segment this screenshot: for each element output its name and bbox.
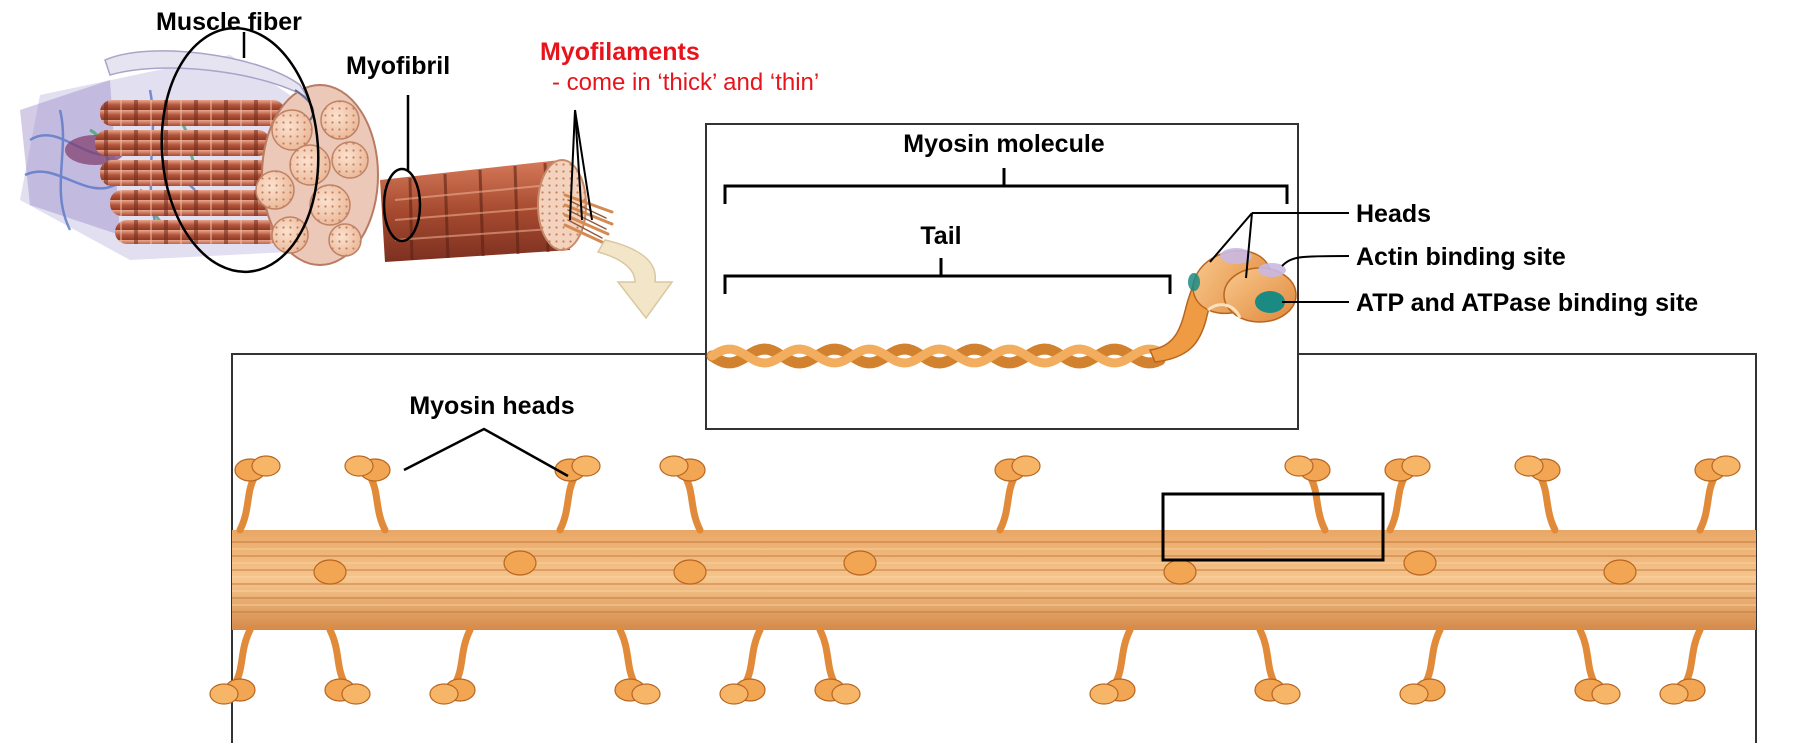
atp-binding-site-label: ATP and ATPase binding site — [1356, 289, 1698, 317]
myosin-head-shape — [844, 551, 876, 575]
myosin-head-shape — [1604, 560, 1636, 584]
zoom-arrow-1 — [598, 240, 672, 318]
myofilaments-note: - come in ‘thick’ and ‘thin’ — [552, 69, 819, 96]
tail-label: Tail — [920, 222, 961, 250]
actin-binding-site-label: Actin binding site — [1356, 243, 1566, 271]
myofibril-label: Myofibril — [346, 52, 450, 80]
myofilaments-label: Myofilaments — [540, 38, 700, 66]
myosin-molecule-inset — [706, 124, 1349, 429]
myosin-molecule-label: Myosin molecule — [903, 130, 1105, 158]
myosin-head-shape — [314, 560, 346, 584]
heads-label: Heads — [1356, 200, 1431, 228]
muscle-fiber-label: Muscle fiber — [156, 8, 302, 36]
myofibril-illustration — [380, 160, 612, 262]
myosin-head-shape — [504, 551, 536, 575]
muscle-fiber-illustration — [20, 51, 378, 265]
myosin-head-shape — [674, 560, 706, 584]
myosin-head-shape — [1404, 551, 1436, 575]
myosin-head-shape — [1164, 560, 1196, 584]
myosin-heads-label: Myosin heads — [409, 392, 574, 420]
